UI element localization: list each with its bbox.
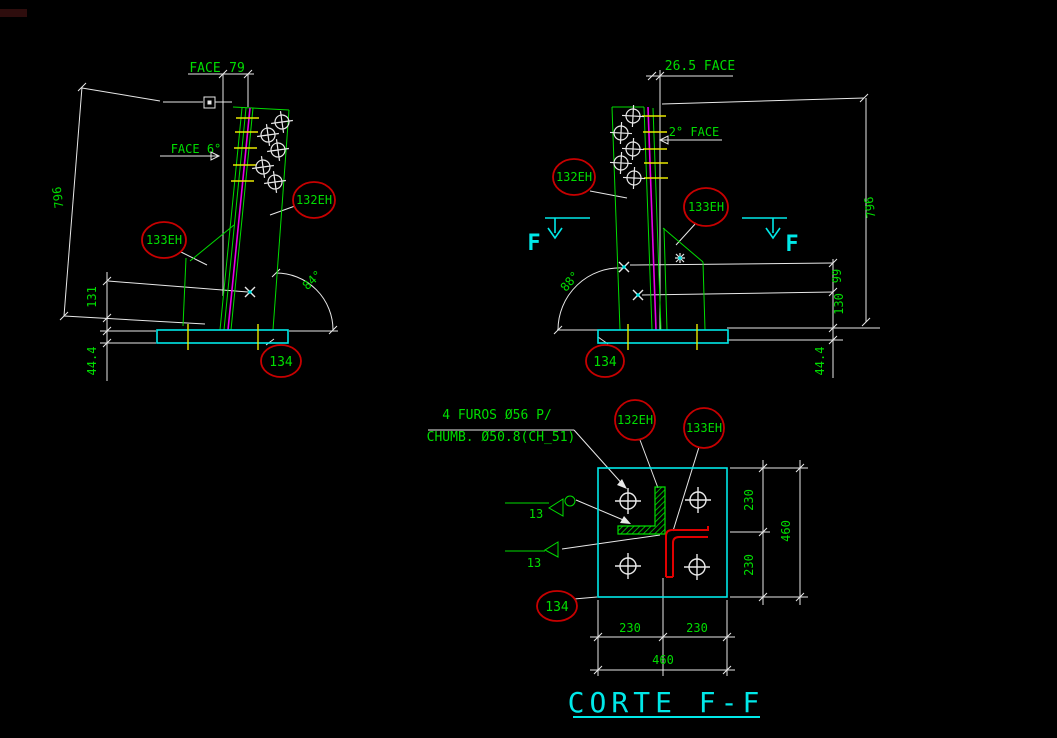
- plan-dim-230-right: 230: [686, 621, 708, 635]
- right-face-angle-label: 2° FACE: [669, 125, 720, 139]
- svg-text:134: 134: [269, 355, 293, 370]
- svg-text:134: 134: [593, 355, 617, 370]
- svg-text:132EH: 132EH: [617, 413, 653, 427]
- right-plate-thickness-dim: 44.4: [813, 347, 827, 376]
- hole-note-line1: 4 FUROS Ø56 P/: [442, 408, 552, 423]
- right-base-plate: [597, 329, 729, 344]
- right-base-plate-weld-ticks: [627, 324, 698, 350]
- section-title-text: CORTE F-F: [568, 686, 765, 719]
- plan-dim-230-top-right: 230: [742, 489, 756, 511]
- weld-symbol-1: 13: [505, 495, 576, 521]
- left-face-label: FACE: [189, 61, 220, 76]
- right-height-dim: 796: [862, 196, 879, 219]
- left-face-offset-dim: 79: [229, 61, 245, 76]
- svg-text:133EH: 133EH: [686, 421, 722, 435]
- weld-symbol-2: 13: [505, 541, 559, 570]
- svg-text:132EH: 132EH: [556, 170, 592, 184]
- plan-dim-230-left: 230: [619, 621, 641, 635]
- left-height-dim: 796: [50, 186, 67, 209]
- right-column-outline: [611, 106, 706, 331]
- section-letter: F: [785, 232, 798, 257]
- plan-bubble-134: 134: [536, 590, 578, 622]
- svg-text:134: 134: [545, 600, 569, 615]
- section-plan-view: 13 13 4 FUROS Ø56 P/ CHUMB. Ø50.8(CH_51)…: [427, 399, 808, 719]
- plan-dimension-lines: [428, 429, 808, 676]
- hole-note-line2: CHUMB. Ø50.8(CH_51): [427, 430, 576, 445]
- right-bubble-133EH: 133EH: [683, 187, 729, 227]
- left-base-plate: [156, 329, 289, 344]
- svg-text:133EH: 133EH: [146, 233, 182, 247]
- working-point-marker: [203, 96, 216, 109]
- left-base-plate-weld-ticks: [187, 324, 259, 350]
- left-bubble-134: 134: [260, 344, 302, 378]
- left-dimension-lines: [59, 69, 338, 381]
- plan-dim-460-right: 460: [779, 520, 793, 542]
- plan-dim-230-bottom-right: 230: [742, 554, 756, 576]
- left-anchor-dim: 131: [85, 286, 99, 308]
- svg-text:133EH: 133EH: [688, 200, 724, 214]
- section-letter: F: [527, 231, 540, 256]
- snowflake-marker: [675, 253, 685, 263]
- left-bubble-133EH: 133EH: [141, 221, 187, 259]
- plan-angle-133EH: [665, 526, 709, 578]
- right-dim-130: 130: [832, 293, 846, 315]
- plan-bubble-133EH: 133EH: [683, 407, 725, 449]
- left-weld-ticks: [231, 117, 259, 182]
- window-edge-artifact: [0, 9, 27, 17]
- plan-bubble-132EH: 132EH: [614, 399, 656, 441]
- right-column-centerline: [647, 106, 657, 331]
- right-dim-99: 99: [830, 269, 844, 283]
- section-marker-left: F: [527, 217, 590, 256]
- note-leader-arrow: [617, 479, 627, 489]
- left-elevation-view: FACE 79 FACE 6° 796 131 44.4 84° 132EH 1…: [50, 61, 338, 381]
- left-face-angle-label: FACE 6°: [171, 142, 222, 156]
- plan-angle-132EH: [617, 486, 666, 535]
- right-bubble-132EH: 132EH: [552, 158, 596, 196]
- plan-dim-460-bottom: 460: [652, 653, 674, 667]
- left-column-outline: [182, 106, 290, 331]
- left-bubble-132EH: 132EH: [292, 181, 336, 219]
- view-title: CORTE F-F: [568, 686, 765, 719]
- right-face-dim: 26.5 FACE: [665, 59, 735, 74]
- svg-text:132EH: 132EH: [296, 193, 332, 207]
- right-weld-ticks: [642, 115, 668, 179]
- section-marker-right: F: [742, 217, 799, 257]
- weld-size-label: 13: [527, 556, 541, 570]
- weld-size-label: 13: [529, 507, 543, 521]
- plan-base-plate: [597, 467, 728, 598]
- left-column-centerline: [227, 107, 251, 331]
- right-bubble-134: 134: [585, 344, 625, 378]
- weld-leader-arrow: [620, 516, 631, 524]
- left-plate-thickness-dim: 44.4: [85, 347, 99, 376]
